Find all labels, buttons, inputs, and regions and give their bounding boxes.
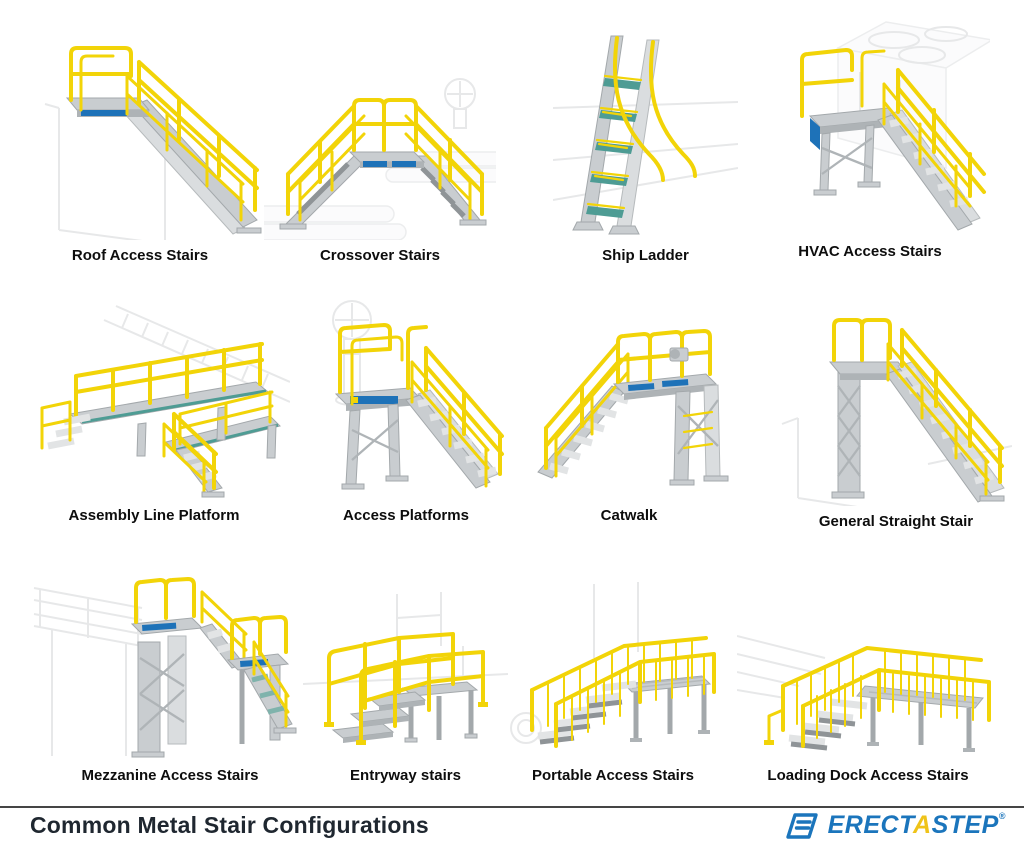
hvac-access-stairs-illustration	[800, 21, 990, 231]
figure-access-platforms: Access Platforms	[300, 292, 512, 524]
assembly-line-platform-illustration	[40, 305, 290, 498]
crossover-stairs-illustration	[264, 78, 496, 240]
figure-hvac-access-stairs: HVAC Access Stairs	[750, 2, 990, 260]
figure-general-straight-stair: General Straight Stair	[780, 298, 1012, 530]
entryway-stairs-illustration	[303, 592, 508, 745]
figure-catwalk: Catwalk	[524, 298, 734, 524]
portable-access-stairs-illustration	[510, 582, 716, 748]
figure-portable-access-stairs: Portable Access Stairs	[508, 582, 718, 784]
label-assembly-line-platform: Assembly Line Platform	[68, 506, 240, 524]
roof-access-stairs-illustration	[44, 46, 262, 240]
label-mezzanine-access-stairs: Mezzanine Access Stairs	[81, 766, 259, 784]
figure-crossover-stairs: Crossover Stairs	[264, 58, 496, 264]
page-title: Common Metal Stair Configurations	[30, 812, 429, 838]
figure-assembly-line-platform: Assembly Line Platform	[18, 298, 290, 524]
label-access-platforms: Access Platforms	[343, 506, 469, 524]
erectastep-logo: ERECTASTEP®	[785, 811, 1006, 840]
catwalk-illustration	[537, 329, 729, 486]
erectastep-logo-icon	[785, 812, 818, 839]
label-loading-dock-access-stairs: Loading Dock Access Stairs	[767, 766, 969, 784]
label-roof-access-stairs: Roof Access Stairs	[71, 246, 209, 264]
figure-roof-access-stairs: Roof Access Stairs	[15, 14, 265, 264]
mezzanine-access-stairs-illustration	[33, 577, 297, 758]
figure-entryway-stairs: Entryway stairs	[303, 592, 508, 784]
label-portable-access-stairs: Portable Access Stairs	[531, 766, 695, 784]
footer-divider	[0, 806, 1024, 808]
erectastep-wordmark: ERECTASTEP®	[827, 811, 1006, 839]
figure-mezzanine-access-stairs: Mezzanine Access Stairs	[30, 558, 310, 784]
figure-ship-ladder: Ship Ladder	[553, 18, 738, 264]
general-straight-stair-illustration	[781, 318, 1012, 506]
label-general-straight-stair: General Straight Stair	[818, 512, 974, 530]
label-ship-ladder: Ship Ladder	[602, 246, 689, 264]
access-platforms-illustration	[332, 300, 504, 490]
figure-loading-dock-access-stairs: Loading Dock Access Stairs	[737, 592, 999, 784]
label-hvac-access-stairs: HVAC Access Stairs	[798, 242, 942, 260]
label-catwalk: Catwalk	[600, 506, 658, 524]
ship-ladder-illustration	[553, 35, 738, 235]
registered-mark: ®	[998, 811, 1006, 821]
label-crossover-stairs: Crossover Stairs	[319, 246, 441, 264]
loading-dock-access-stairs-illustration	[737, 635, 991, 752]
label-entryway-stairs: Entryway stairs	[350, 766, 461, 784]
